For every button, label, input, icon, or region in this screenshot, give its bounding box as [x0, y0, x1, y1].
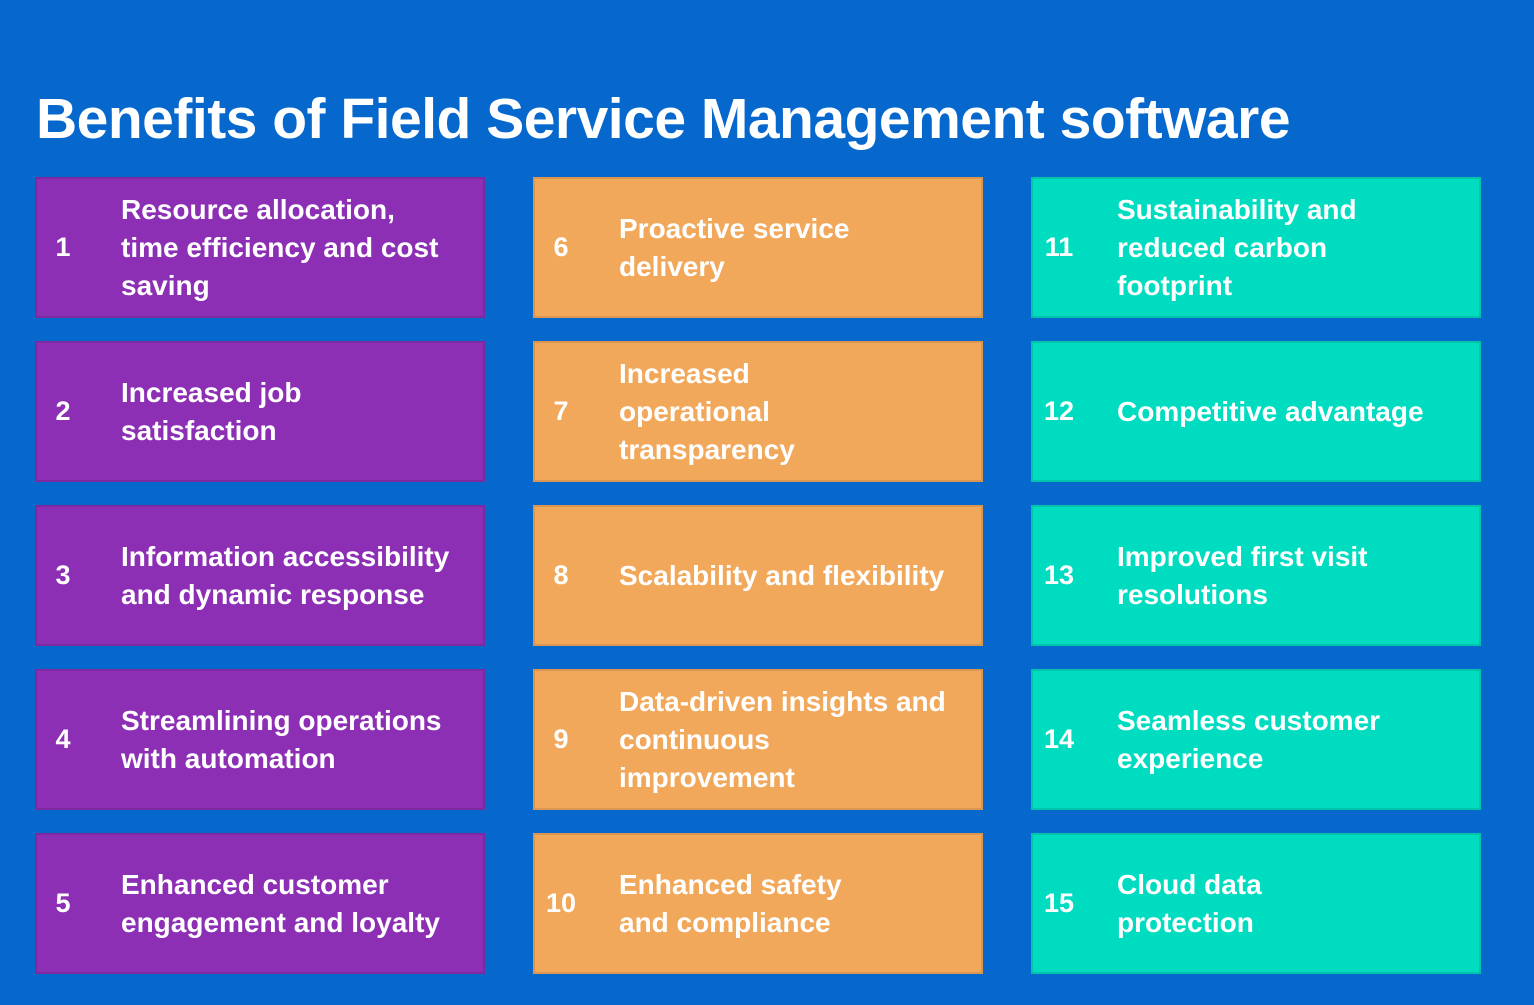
benefit-card-12: 12 Competitive advantage [1031, 341, 1481, 482]
benefit-card-10: 10 Enhanced safety and compliance [533, 833, 983, 974]
benefit-label: Proactive service delivery [619, 212, 850, 282]
benefit-number: 15 [1043, 888, 1075, 918]
benefit-card-14: 14 Seamless customer experience [1031, 669, 1481, 810]
benefit-number: 13 [1043, 560, 1075, 590]
benefit-number: 4 [55, 724, 71, 754]
benefit-card-2: 2 Increased job satisfaction [35, 341, 485, 482]
benefit-number: 6 [553, 232, 569, 262]
benefit-card-9: 9 Data-driven insights and continuous im… [533, 669, 983, 810]
benefit-number: 8 [553, 560, 569, 590]
benefit-number: 12 [1043, 396, 1075, 426]
page-title: Benefits of Field Service Management sof… [36, 87, 1291, 151]
benefit-card-4: 4 Streamlining operations with automatio… [35, 669, 485, 810]
benefit-card-1: 1 Resource allocation, time efficiency a… [35, 177, 485, 318]
benefit-label: Data-driven insights and continuous impr… [619, 685, 946, 793]
benefit-number: 14 [1043, 724, 1075, 754]
benefit-card-8: 8 Scalability and flexibility [533, 505, 983, 646]
benefit-label: Sustainability and reduced carbon footpr… [1117, 193, 1357, 301]
benefit-label: Enhanced safety and compliance [619, 868, 842, 938]
benefit-card-13: 13 Improved first visit resolutions [1031, 505, 1481, 646]
benefits-grid: 1 Resource allocation, time efficiency a… [35, 177, 1481, 974]
benefit-number: 7 [553, 396, 569, 426]
benefit-card-5: 5 Enhanced customer engagement and loyal… [35, 833, 485, 974]
benefit-label: Resource allocation, time efficiency and… [121, 193, 439, 301]
benefit-number: 1 [55, 232, 71, 262]
benefit-label: Information accessibility and dynamic re… [121, 540, 450, 610]
benefit-label: Improved first visit resolutions [1117, 540, 1368, 610]
benefit-card-7: 7 Increased operational transparency [533, 341, 983, 482]
benefit-card-11: 11 Sustainability and reduced carbon foo… [1031, 177, 1481, 318]
benefit-label: Cloud data protection [1117, 868, 1262, 938]
benefit-label: Enhanced customer engagement and loyalty [121, 868, 440, 938]
benefit-label: Increased operational transparency [619, 357, 795, 465]
benefit-label: Seamless customer experience [1117, 704, 1381, 774]
benefit-card-15: 15 Cloud data protection [1031, 833, 1481, 974]
benefit-number: 9 [553, 724, 569, 754]
benefit-number: 11 [1044, 232, 1074, 262]
benefit-number: 3 [55, 560, 71, 590]
benefit-number: 2 [55, 396, 71, 426]
benefit-label: Streamlining operations with automation [121, 704, 442, 774]
benefit-card-6: 6 Proactive service delivery [533, 177, 983, 318]
benefit-number: 5 [55, 888, 71, 918]
benefit-label: Competitive advantage [1117, 395, 1424, 427]
benefit-card-3: 3 Information accessibility and dynamic … [35, 505, 485, 646]
benefit-label: Scalability and flexibility [619, 559, 945, 591]
benefit-number: 10 [545, 888, 577, 918]
benefit-label: Increased job satisfaction [121, 376, 302, 446]
